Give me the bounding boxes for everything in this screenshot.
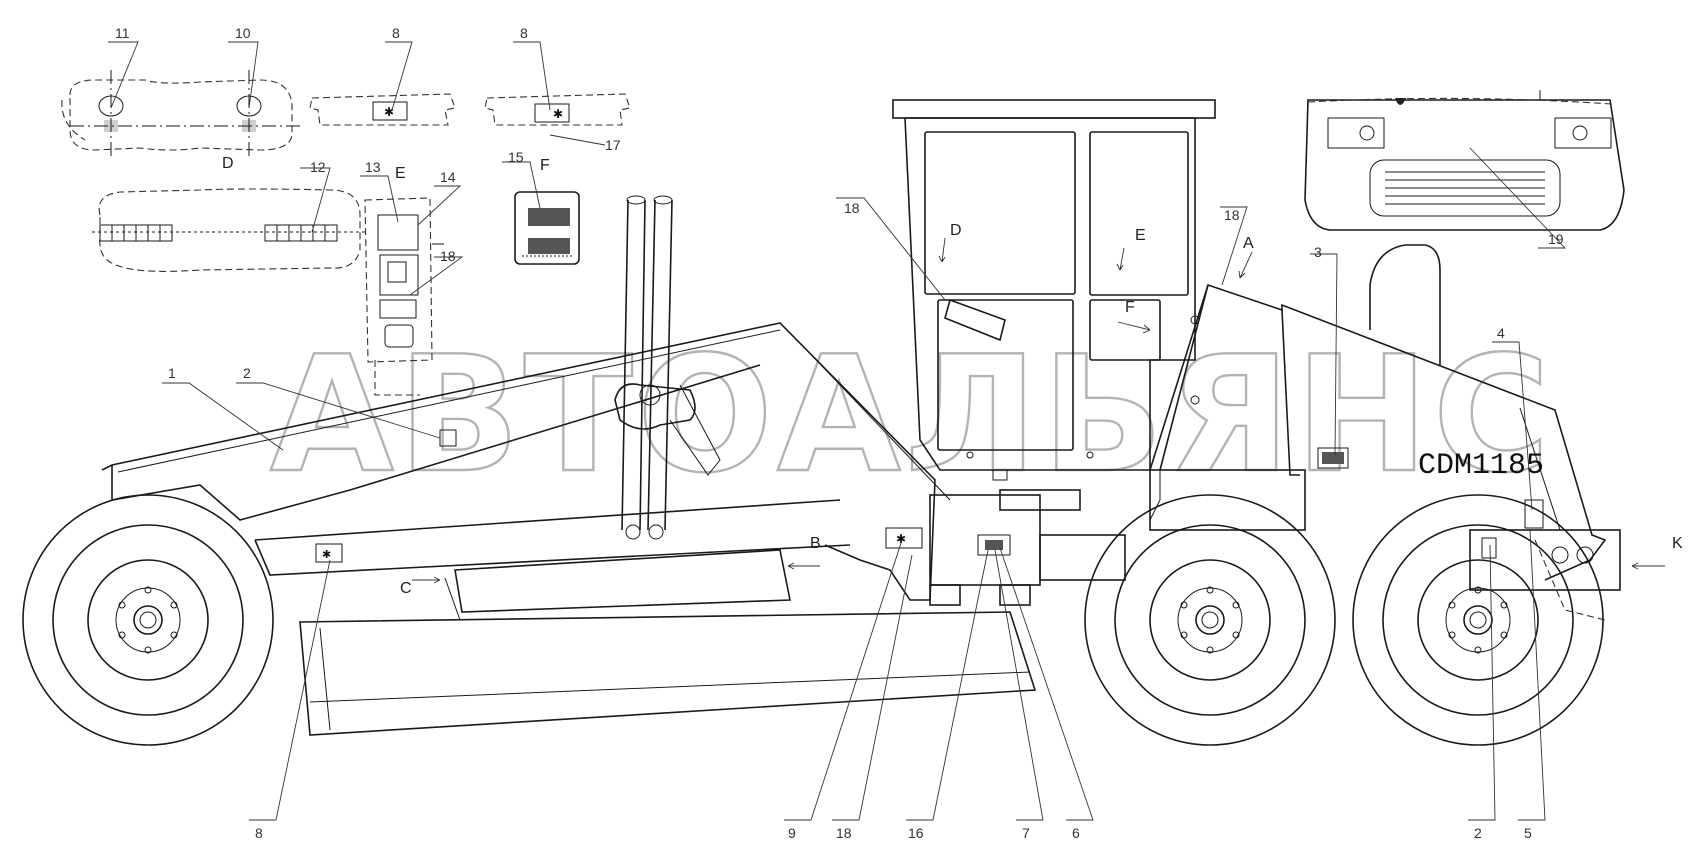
wheel-bolt-holes: [118, 586, 1508, 654]
svg-text:✱: ✱: [384, 105, 394, 119]
moldboard: [299, 549, 1037, 736]
view-letter-e-detail: E: [395, 165, 406, 182]
detail-view-19: [1304, 90, 1625, 231]
callout-5: 5: [1524, 825, 1532, 841]
callout-17: 18: [440, 248, 456, 264]
cab: [892, 99, 1216, 471]
callout-16: 17: [605, 137, 621, 153]
front-wheel: [22, 494, 274, 746]
callout-7: 7: [1022, 825, 1030, 841]
view-arrows: [412, 237, 1665, 584]
pad-row-left: [99, 224, 173, 242]
callout-6: 6: [1072, 825, 1080, 841]
callout-11: 11: [115, 25, 130, 41]
callout-19: 19: [1548, 231, 1564, 247]
callout-1: 1: [168, 365, 176, 381]
view-letter-e-cab: E: [1135, 227, 1146, 244]
view-letters: D E F D E F A B C K: [222, 155, 1683, 597]
detail-view-f: [514, 191, 580, 265]
view-letter-f-detail: F: [540, 157, 550, 174]
callout-13: 13: [365, 159, 381, 175]
main-frame: [101, 322, 951, 601]
view-letter-f-cab: F: [1125, 299, 1135, 316]
view-letter-a: A: [1243, 235, 1254, 252]
callout-4: 4: [1497, 325, 1505, 341]
detail-view-e: [364, 197, 444, 396]
model-label: CDM1185: [1418, 449, 1544, 483]
svg-text:✱: ✱: [896, 532, 906, 546]
detail-view-12: [92, 188, 368, 272]
detail-view-8b: ✱: [484, 93, 631, 126]
callout-2-rear: 2: [1474, 825, 1482, 841]
callout-8-bottom: 8: [255, 825, 263, 841]
callout-12: 12: [310, 159, 326, 175]
callout-18-bottom-b: 16: [908, 825, 924, 841]
view-letter-c: C: [400, 580, 412, 597]
callout-18-hood: 18: [1224, 207, 1240, 223]
callout-8-top-b: 8: [520, 25, 528, 41]
callout-8-top-a: 8: [392, 25, 400, 41]
engine-hood: [1149, 244, 1621, 591]
ripper-arms: [621, 195, 673, 540]
callout-14: 14: [440, 169, 456, 185]
view-letter-b: B: [810, 535, 821, 552]
callout-18-bottom-a: 18: [836, 825, 852, 841]
callout-labels: 11 10 8 8 17 12 13 14 18 15 19 1 2 3 4 1…: [115, 25, 1564, 841]
callout-18-cab: 18: [844, 200, 860, 216]
callout-15: 15: [508, 149, 524, 165]
callout-3: 3: [1314, 244, 1322, 260]
watermark: АВТОАЛЬЯНС: [270, 321, 1554, 508]
rear-wheel: [1352, 494, 1606, 746]
view-letter-d-detail: D: [222, 155, 234, 172]
detail-view-d: [61, 70, 300, 160]
view-letter-k: K: [1672, 535, 1683, 552]
detail-view-8a: ✱: [309, 93, 456, 126]
callout-9: 9: [788, 825, 796, 841]
callout-2-front: 2: [243, 365, 251, 381]
middle-wheel: [1084, 494, 1336, 746]
leader-lines: [108, 41, 1567, 821]
view-letter-d-cab: D: [950, 222, 962, 239]
svg-text:✱: ✱: [322, 549, 331, 561]
decal-markers: ✱ ✱: [315, 429, 1544, 563]
callout-10: 10: [235, 25, 251, 41]
svg-text:✱: ✱: [553, 107, 563, 121]
mid-drivetrain: [929, 489, 1126, 606]
pad-row-right: [264, 224, 338, 242]
